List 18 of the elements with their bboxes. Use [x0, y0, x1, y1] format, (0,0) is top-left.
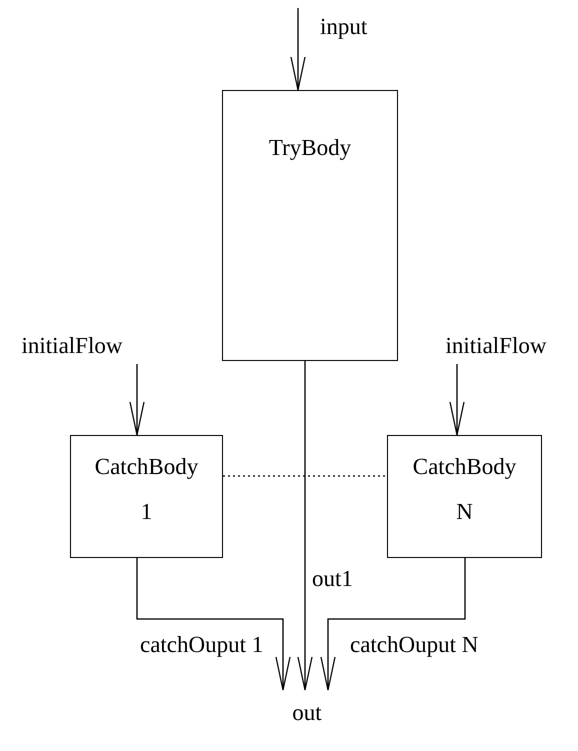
process-box — [387, 435, 542, 558]
arrow — [297, 361, 313, 691]
flow-label: initialFlow — [10, 328, 134, 364]
arrow — [290, 8, 306, 91]
process-box — [70, 435, 223, 558]
arrow — [320, 558, 466, 691]
arrow — [129, 364, 145, 436]
box-label: N — [456, 499, 473, 525]
arrow — [449, 364, 465, 436]
flow-label: out — [282, 693, 332, 733]
box-label: CatchBody — [412, 454, 516, 480]
box-label: TryBody — [268, 135, 352, 160]
arrow — [136, 558, 291, 691]
connector-line — [223, 475, 387, 477]
flow-label: initialFlow — [420, 328, 572, 364]
process-box — [222, 90, 398, 361]
box-label: CatchBody — [94, 454, 198, 480]
box-label: 1 — [140, 499, 152, 525]
